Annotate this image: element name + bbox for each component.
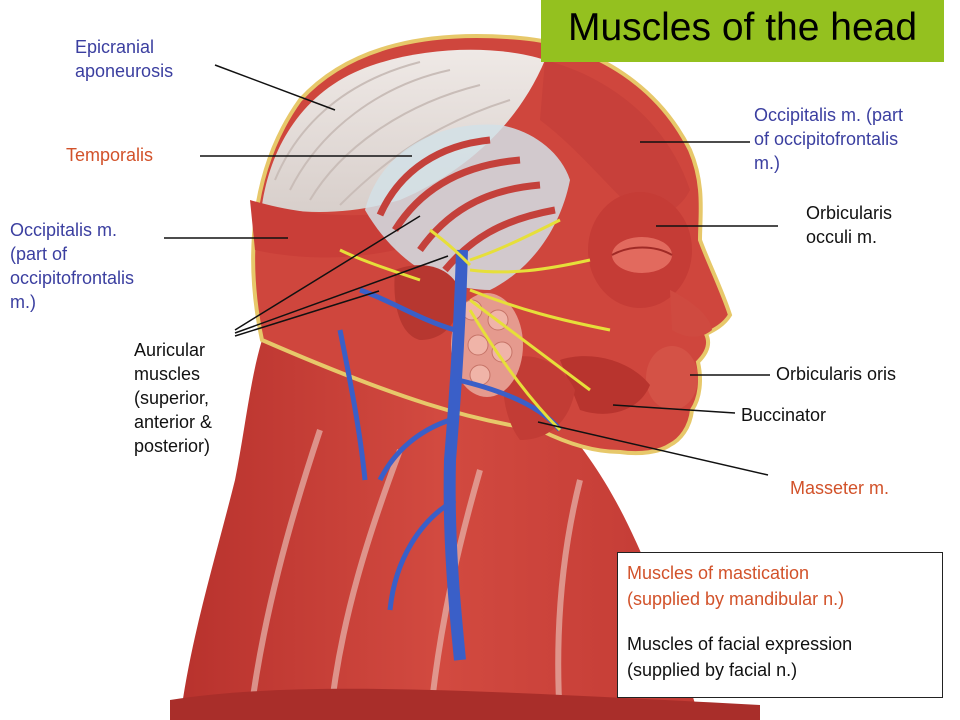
pointer-auricular-3 xyxy=(234,290,380,337)
orbicularis-oris xyxy=(646,346,698,410)
label-line: anterior & xyxy=(134,412,213,432)
label-line: m.) xyxy=(10,292,36,312)
label-line: occuli m. xyxy=(806,227,878,247)
vein-branches xyxy=(337,287,562,611)
label-line: Masseter m. xyxy=(790,478,890,498)
frontal-muscle xyxy=(540,60,690,217)
pointer-buccinator xyxy=(612,404,736,414)
label-line: Epicranial xyxy=(75,37,155,57)
eye-lid xyxy=(612,237,672,273)
label-buccinator: Buccinator xyxy=(741,403,826,427)
ear-region xyxy=(394,265,461,340)
nasal-muscles xyxy=(670,290,712,337)
title-banner: Muscles of the head xyxy=(541,0,944,62)
label-line: Buccinator xyxy=(741,405,827,425)
legend-mastication-line-1: Muscles of mastication xyxy=(627,563,810,583)
temporalis-fibers xyxy=(376,136,556,273)
label-orbicularis-oris: Orbicularis oris xyxy=(776,362,896,386)
label-line: Orbicularis oris xyxy=(776,364,897,384)
label-orbicularis-occuli: Orbicularis occuli m. xyxy=(806,201,892,249)
label-auricular-muscles: Auricular muscles (superior, anterior & … xyxy=(134,338,212,458)
pointer-auricular-2 xyxy=(234,255,449,334)
label-line: of occipitofrontalis xyxy=(754,129,899,149)
page-title: Muscles of the head xyxy=(567,6,918,49)
legend-mastication-line-2: (supplied by mandibular n.) xyxy=(627,589,845,609)
label-line: Occipitalis m. (part xyxy=(754,105,904,125)
label-line: posterior) xyxy=(134,436,211,456)
buccinator-muscle xyxy=(560,356,650,414)
label-line: Occipitalis m. xyxy=(10,220,118,240)
neck-muscle-bands xyxy=(247,429,583,720)
collarbone xyxy=(170,688,760,720)
jugular-vein xyxy=(443,249,468,661)
label-line: muscles xyxy=(134,364,201,384)
label-epicranial-aponeurosis: Epicranial aponeurosis xyxy=(75,35,173,83)
label-line: Orbicularis xyxy=(806,203,893,223)
label-line: Temporalis xyxy=(66,145,154,165)
label-temporalis: Temporalis xyxy=(66,143,153,167)
masseter-muscle xyxy=(503,356,575,440)
label-line: Auricular xyxy=(134,340,206,360)
pointer-auricular-1 xyxy=(234,215,421,331)
label-line: (superior, xyxy=(134,388,210,408)
occipital-band xyxy=(250,200,400,258)
label-line: occipitofrontalis xyxy=(10,268,135,288)
label-occipitalis-right: Occipitalis m. (part of occipitofrontali… xyxy=(754,103,903,175)
legend-facial-line-1: Muscles of facial expression xyxy=(627,634,853,654)
label-masseter: Masseter m. xyxy=(790,476,889,500)
aponeurosis-cap xyxy=(262,49,545,212)
legend-box: Muscles of mastication (supplied by mand… xyxy=(617,552,943,698)
pointer-epicranial xyxy=(214,64,336,111)
pointer-masseter xyxy=(537,421,769,476)
label-line: aponeurosis xyxy=(75,61,174,81)
aponeurosis-fibers xyxy=(274,61,511,206)
facial-nerve xyxy=(339,218,611,432)
legend-facial-line-2: (supplied by facial n.) xyxy=(627,660,798,680)
eye-lines xyxy=(611,246,673,256)
label-line: m.) xyxy=(754,153,780,173)
label-line: (part of xyxy=(10,244,68,264)
label-occipitalis-left: Occipitalis m. (part of occipitofrontali… xyxy=(10,218,134,314)
